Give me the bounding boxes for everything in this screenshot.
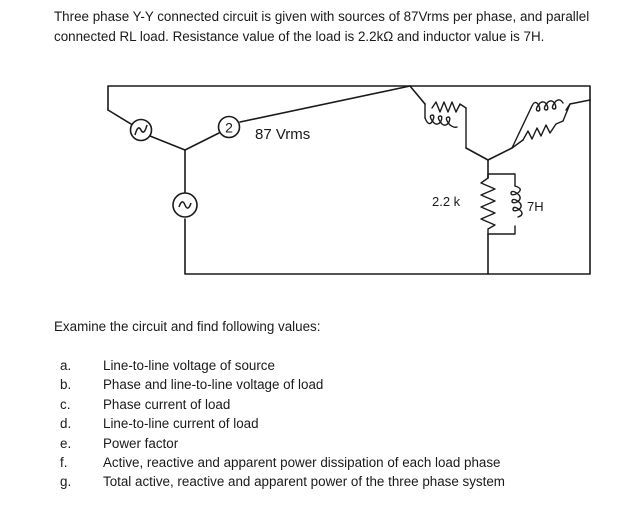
question-marker: g.	[60, 474, 72, 490]
question-item: b. Phase and line-to-line voltage of load	[54, 375, 505, 394]
ac-source-bottom	[172, 192, 198, 218]
question-text: Line-to-line current of load	[103, 416, 259, 432]
question-marker: d.	[60, 416, 72, 432]
sine-icon	[178, 201, 192, 209]
problem-statement: Three phase Y-Y connected circuit is giv…	[54, 9, 590, 44]
question-marker: b.	[60, 377, 72, 393]
ac-source-top: 2	[217, 115, 241, 139]
question-marker: f.	[60, 454, 68, 470]
ac-source-top-number: 2	[225, 120, 233, 136]
load-delta-center-wire	[465, 147, 513, 161]
resistor-vertical-icon	[480, 177, 496, 235]
question-item: e. Power factor	[54, 434, 505, 453]
question-text: Line-to-line voltage of source	[103, 358, 275, 373]
question-item: g. Total active, reactive and apparent po…	[54, 472, 505, 491]
sine-icon	[134, 124, 148, 136]
question-marker: e.	[60, 435, 72, 451]
bottom-line-wire	[184, 99, 591, 275]
resistor-value-label: 2.2 k	[432, 194, 461, 209]
question-item: f. Active, reactive and apparent power di…	[54, 453, 505, 472]
inductor-vertical-icon	[510, 185, 523, 218]
inductor-value-label: 7H	[527, 199, 544, 214]
source-wye-upper-wire	[239, 85, 411, 123]
ac-source-left	[129, 118, 153, 142]
question-item: d. Line-to-line current of load	[54, 414, 505, 433]
source-wye-branch-left-wire	[149, 135, 186, 151]
question-item: a. Line-to-line voltage of source	[54, 356, 505, 375]
resistor-top-right-icon	[522, 120, 564, 141]
question-marker: c.	[60, 396, 71, 412]
question-item: c. Phase current of load	[54, 395, 505, 414]
load-delta-left-wire	[409, 85, 426, 105]
resistor-top-left-icon	[431, 101, 467, 113]
source-wye-left-wire	[107, 109, 132, 125]
inductor-top-right-icon	[530, 99, 564, 112]
question-marker: a.	[60, 358, 72, 373]
question-text: Active, reactive and apparent power diss…	[103, 454, 501, 470]
inductor-top-left-icon	[424, 114, 458, 128]
instructions-text: Examine the circuit and find following v…	[54, 319, 321, 334]
source-voltage-label: 87 Vrms	[255, 126, 310, 143]
question-text: Phase current of load	[103, 396, 231, 412]
question-text: Total active, reactive and apparent powe…	[103, 474, 505, 490]
question-list: a. Line-to-line voltage of source b. Phase…	[54, 356, 505, 492]
question-text: Phase and line-to-line voltage of load	[103, 377, 324, 393]
source-wye-branch-right-wire	[184, 132, 220, 151]
top-line-wire	[107, 85, 591, 111]
question-text: Power factor	[103, 435, 179, 451]
load-delta-right-wire	[569, 99, 591, 105]
